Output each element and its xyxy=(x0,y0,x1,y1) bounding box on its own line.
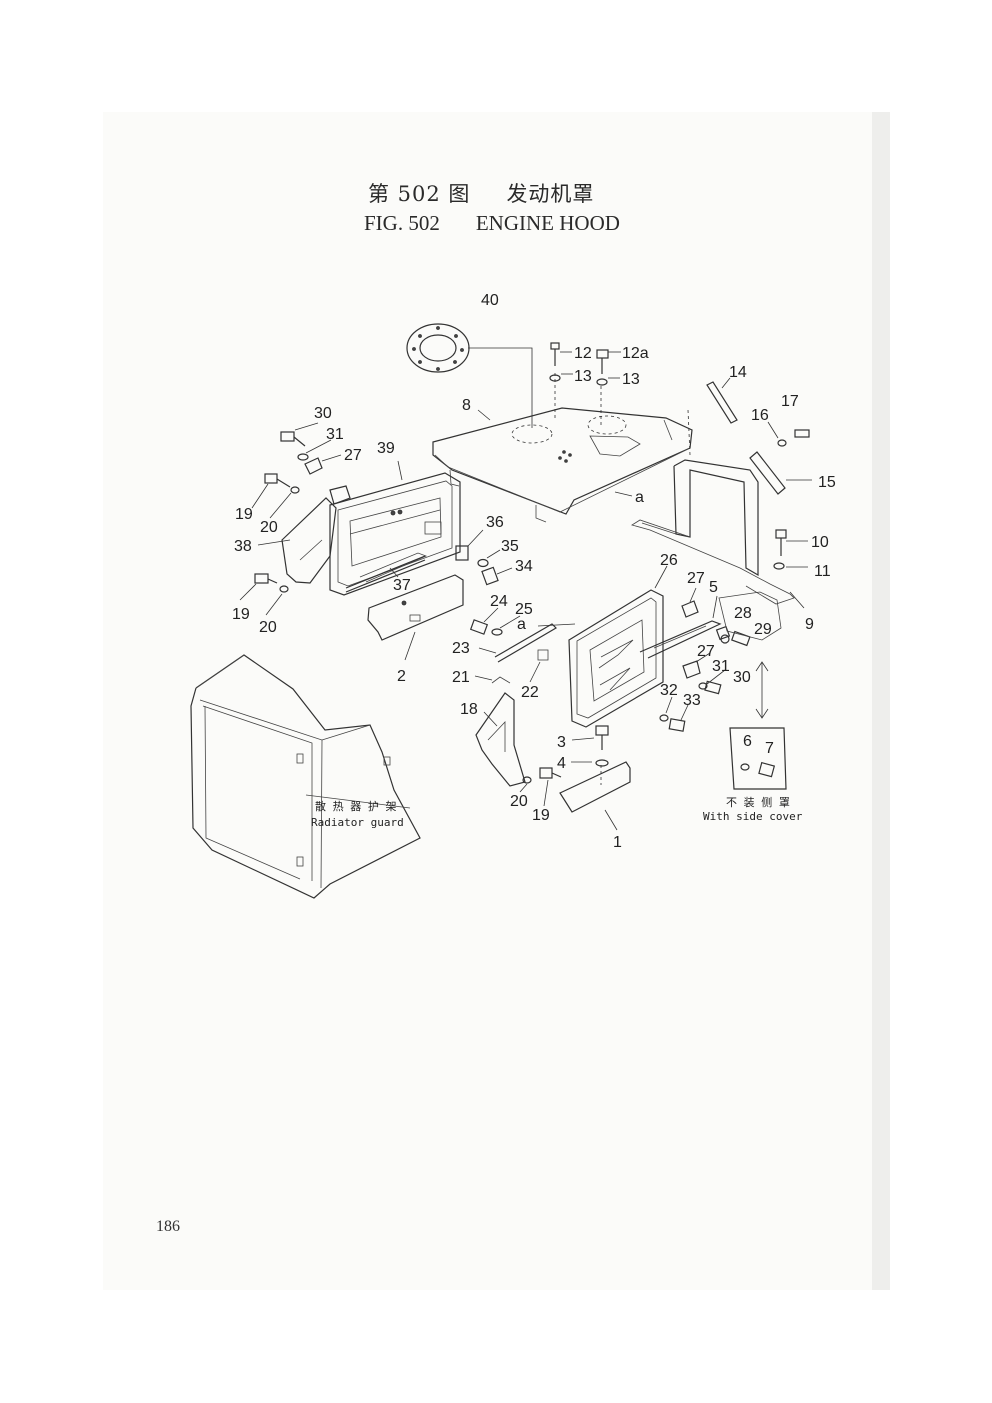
label-1: 1 xyxy=(613,834,622,851)
label-20: 20 xyxy=(510,793,528,810)
label-12a: 12a xyxy=(622,345,649,362)
label-13: 13 xyxy=(574,368,592,385)
label-22: 22 xyxy=(521,684,539,701)
radiator-guard-caption-en: Radiator guard xyxy=(311,816,404,829)
parts-14-17-plates xyxy=(706,377,812,495)
parts-12-13-bolts xyxy=(549,342,621,386)
label-29: 29 xyxy=(754,621,772,638)
label-35: 35 xyxy=(501,538,519,555)
label-15: 15 xyxy=(818,474,836,491)
label-30: 30 xyxy=(733,669,751,686)
label-33: 33 xyxy=(683,692,701,709)
part-2-lower-plate xyxy=(367,574,464,661)
label-38: 38 xyxy=(234,538,252,555)
label-7: 7 xyxy=(765,740,774,757)
label-28: 28 xyxy=(734,605,752,622)
label-27: 27 xyxy=(687,570,705,587)
part-18-bracket xyxy=(475,692,562,807)
label-40: 40 xyxy=(481,292,499,309)
label-27: 27 xyxy=(344,447,362,464)
side-cover-caption-cn: 不 装 侧 罩 xyxy=(726,796,790,809)
part-40-cover-plate xyxy=(406,323,533,428)
figure-title-english: FIG. 502 ENGINE HOOD xyxy=(364,211,620,236)
parts-21-25-rod xyxy=(469,607,576,684)
label-2: 2 xyxy=(397,668,406,685)
figure-title-chinese: 第 502 图 发动机罩 xyxy=(368,178,594,208)
label-10: 10 xyxy=(811,534,829,551)
label-12: 12 xyxy=(574,345,592,362)
figure-name-cn: 发动机罩 xyxy=(506,182,595,206)
label-8: 8 xyxy=(462,397,471,414)
page-edge-shadow xyxy=(872,112,890,1290)
label-34: 34 xyxy=(515,558,533,575)
label-20: 20 xyxy=(259,619,277,636)
figure-number-cn: 第 502 图 xyxy=(368,182,471,206)
part-37-rod xyxy=(345,555,426,593)
part-8-hood-panel xyxy=(432,373,693,523)
label-23: 23 xyxy=(452,640,470,657)
label-9: 9 xyxy=(805,616,814,633)
parts-left-hardware xyxy=(239,422,351,616)
captions: 散 热 器 护 架 Radiator guard 不 装 侧 罩 With si… xyxy=(311,796,803,829)
label-19: 19 xyxy=(532,807,550,824)
label-24: 24 xyxy=(490,593,508,610)
label-32: 32 xyxy=(660,682,678,699)
part-9-side-frame xyxy=(631,409,805,609)
part-26-right-door xyxy=(568,565,668,728)
label-21: 21 xyxy=(452,669,470,686)
part-39-left-door xyxy=(329,460,461,596)
parts-10-11-bolt xyxy=(773,529,808,570)
label-37: 37 xyxy=(393,577,411,594)
figure-name-en: ENGINE HOOD xyxy=(475,211,620,235)
side-cover-caption-en: With side cover xyxy=(703,810,803,823)
label-5: 5 xyxy=(709,579,718,596)
label-27: 27 xyxy=(697,643,715,660)
callout-labels: 40 12 12a 13 13 14 8 16 17 15 30 31 27 3… xyxy=(232,292,836,851)
label-3: 3 xyxy=(557,734,566,751)
label-19: 19 xyxy=(232,606,250,623)
label-14: 14 xyxy=(729,364,747,381)
scanned-page xyxy=(103,112,889,1290)
label-39: 39 xyxy=(377,440,395,457)
label-13: 13 xyxy=(622,371,640,388)
label-20: 20 xyxy=(260,519,278,536)
reference-mark-a: a xyxy=(635,489,644,506)
label-17: 17 xyxy=(781,393,799,410)
label-31: 31 xyxy=(326,426,344,443)
parts-1-3-4 xyxy=(559,725,631,831)
figure-number-en: FIG. 502 xyxy=(364,211,440,235)
parts-right-hardware xyxy=(639,587,782,732)
side-cover-inset xyxy=(729,661,787,790)
radiator-guard-caption-cn: 散 热 器 护 架 xyxy=(315,799,397,813)
label-36: 36 xyxy=(486,514,504,531)
label-4: 4 xyxy=(557,755,566,772)
radiator-guard xyxy=(190,654,421,899)
label-6: 6 xyxy=(743,733,752,750)
label-26: 26 xyxy=(660,552,678,569)
label-16: 16 xyxy=(751,407,769,424)
label-19: 19 xyxy=(235,506,253,523)
label-31: 31 xyxy=(712,658,730,675)
parts-34-36-latch xyxy=(455,529,513,586)
page-number: 186 xyxy=(156,1218,180,1235)
label-11: 11 xyxy=(814,563,831,580)
reference-mark-a: a xyxy=(517,616,526,633)
label-25: 25 xyxy=(515,601,533,618)
label-18: 18 xyxy=(460,701,478,718)
label-30: 30 xyxy=(314,405,332,422)
